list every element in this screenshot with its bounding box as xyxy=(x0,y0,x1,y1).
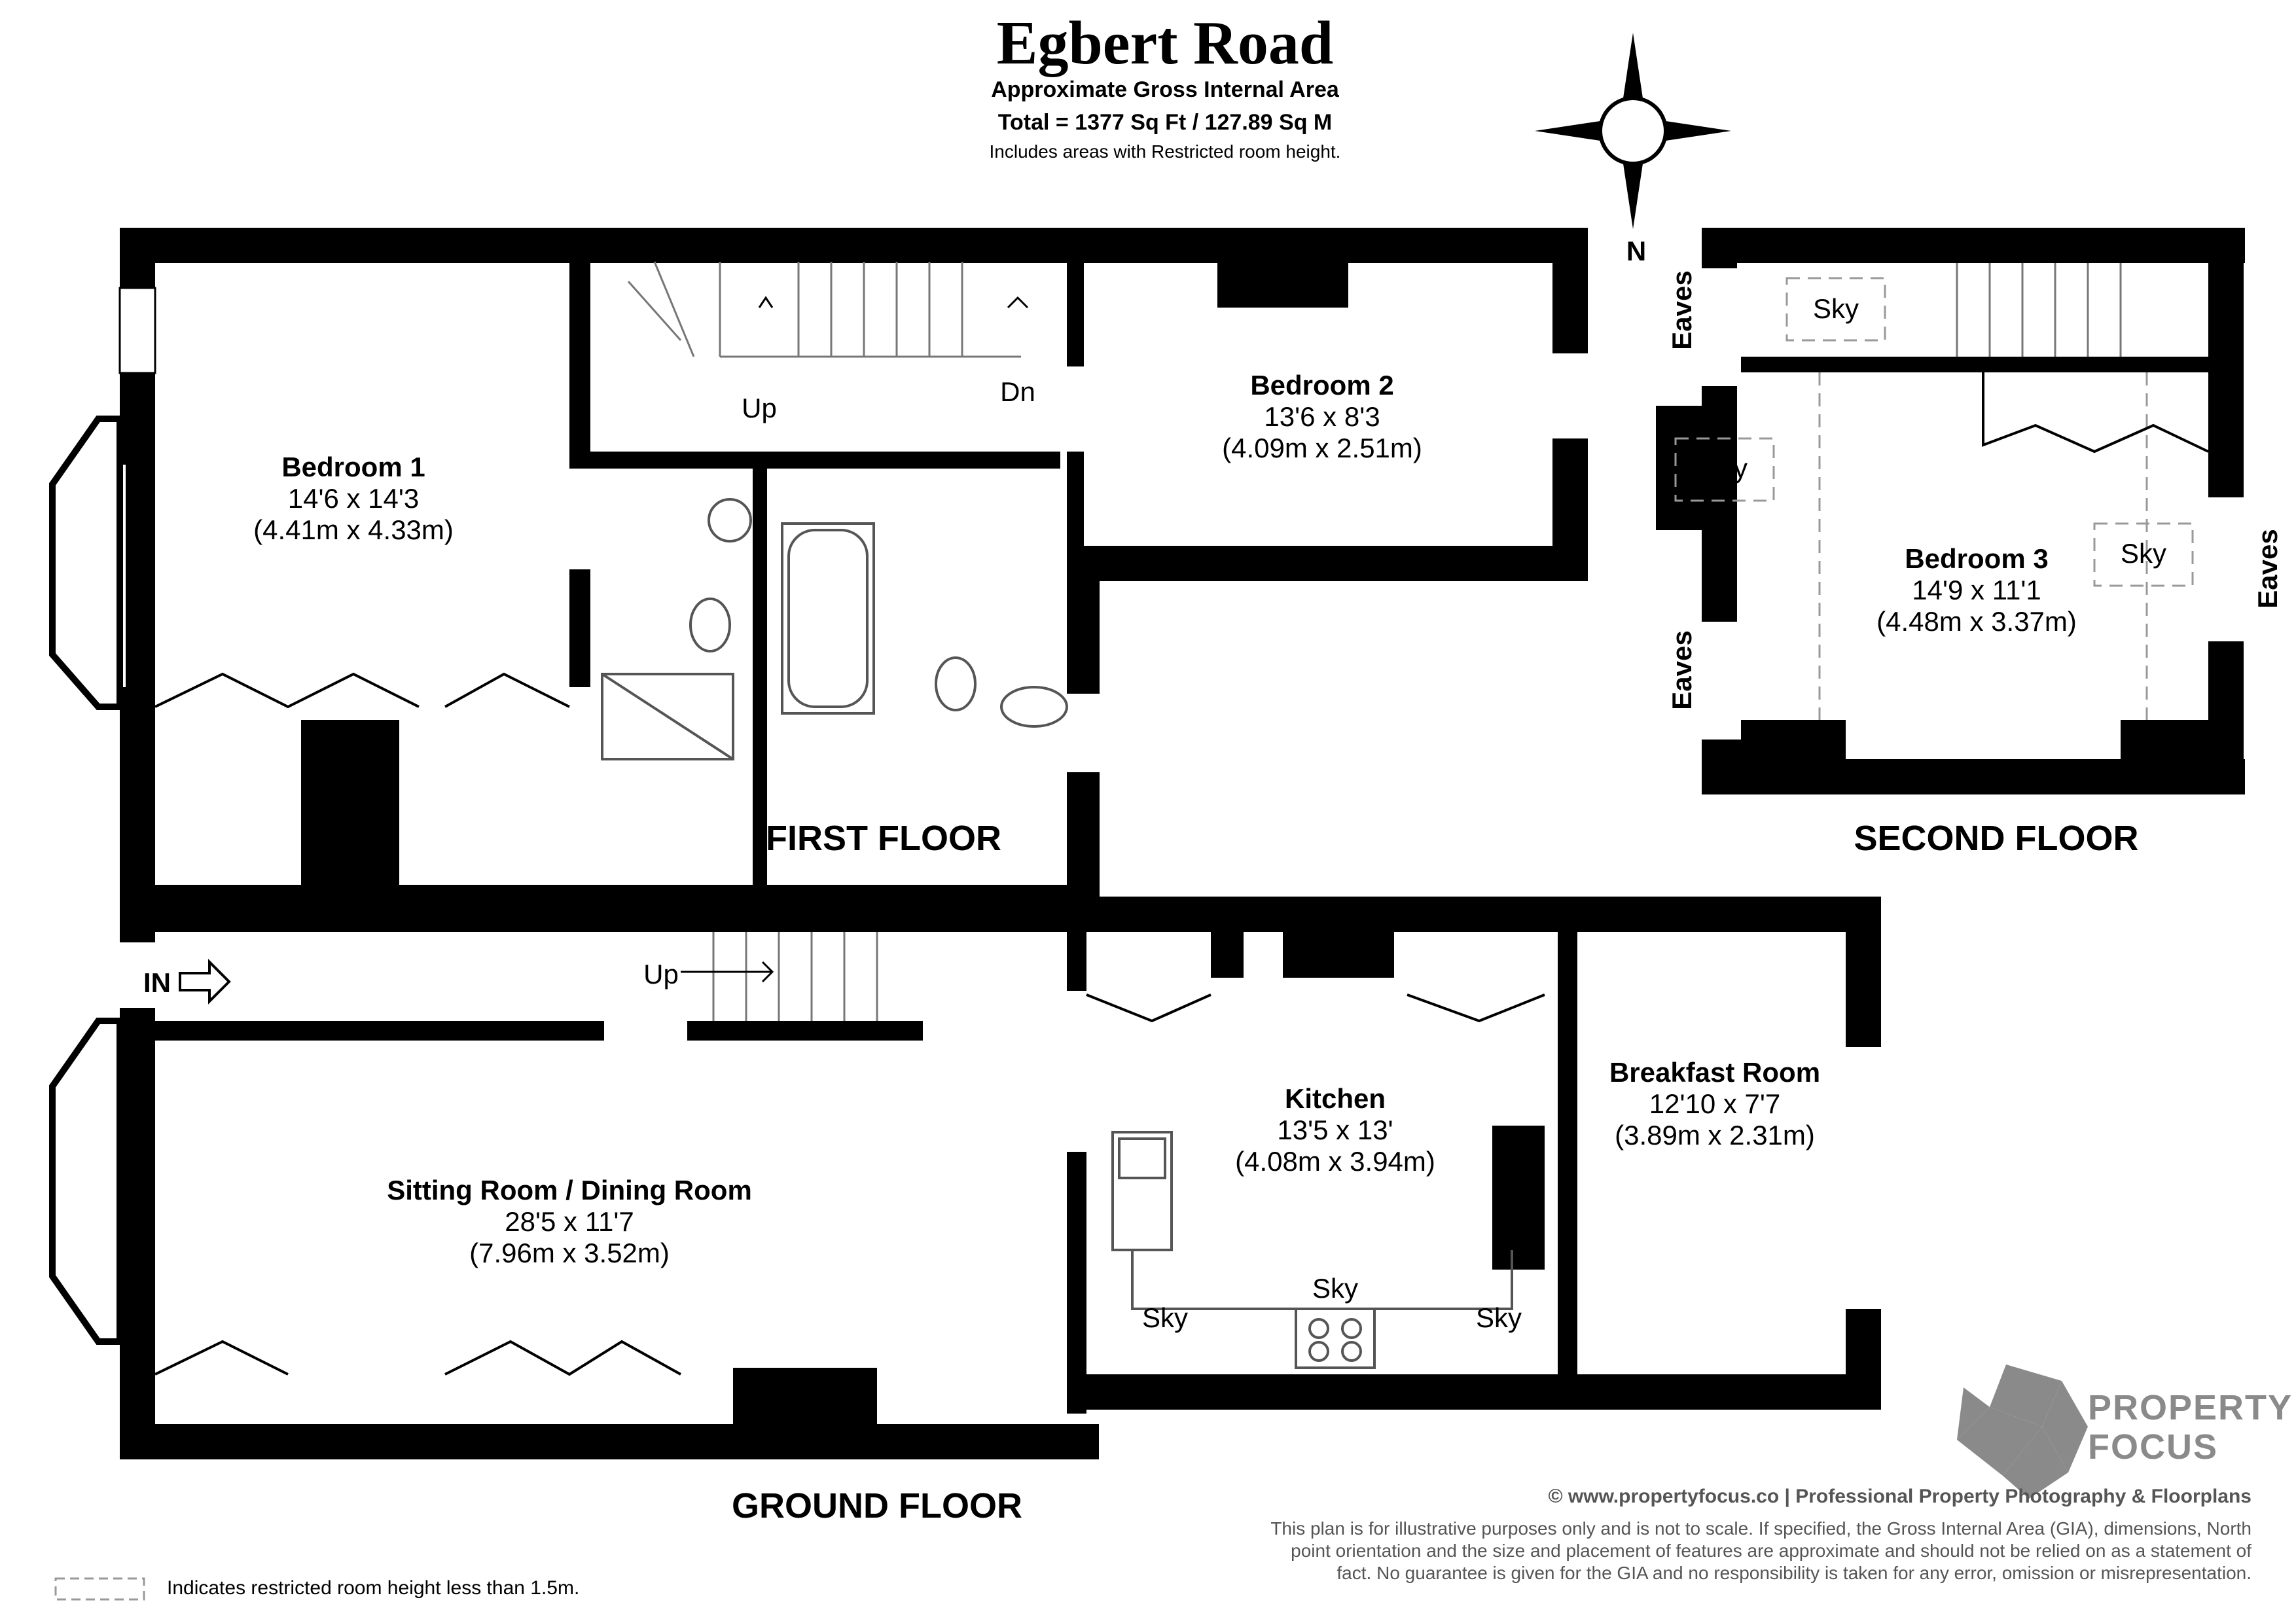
bay-window-sitting xyxy=(49,1018,123,1345)
room-bedroom-1: Bedroom 1 14'6 x 14'3 (4.41m x 4.33m) xyxy=(183,452,524,546)
wardrobes-first xyxy=(154,672,570,709)
sky-label: Sky xyxy=(1812,293,1859,324)
sky-label: Sky xyxy=(1475,1302,1522,1333)
room-dims-imperial: 14'9 x 11'1 xyxy=(1912,575,2041,605)
brand-line-1: PROPERTY xyxy=(2088,1388,2293,1427)
wardrobes-ground xyxy=(154,993,1545,1376)
room-dims-imperial: 13'6 x 8'3 xyxy=(1264,401,1380,432)
height-note: Includes areas with Restricted room heig… xyxy=(989,141,1341,162)
room-dims-metric: (4.41m x 4.33m) xyxy=(253,514,454,545)
room-dims-imperial: 14'6 x 14'3 xyxy=(287,483,420,514)
room-sitting-dining: Sitting Room / Dining Room 28'5 x 11'7 (… xyxy=(327,1175,812,1269)
window-bed1 xyxy=(118,287,156,374)
room-breakfast: Breakfast Room 12'10 x 7'7 (3.89m x 2.31… xyxy=(1545,1057,1885,1151)
room-name: Breakfast Room xyxy=(1609,1057,1821,1088)
second-floor-label: SECOND FLOOR xyxy=(1854,819,2139,858)
room-name: Bedroom 3 xyxy=(1905,543,2049,574)
compass-icon xyxy=(1535,33,1731,229)
room-kitchen: Kitchen 13'5 x 13' (4.08m x 3.94m) xyxy=(1165,1083,1505,1177)
kitchen-fixtures xyxy=(1111,1131,1513,1369)
room-name: Kitchen xyxy=(1284,1083,1386,1114)
stairs-second xyxy=(1956,263,2122,357)
room-dims-imperial: 12'10 x 7'7 xyxy=(1649,1088,1781,1119)
wardrobes-second xyxy=(1982,372,2209,454)
eaves-label: Eaves xyxy=(2252,529,2283,609)
legend-dashed-box xyxy=(54,1577,145,1601)
bathroom-fixtures xyxy=(601,498,1068,760)
compass-north-label: N xyxy=(1626,236,1647,266)
area-label: Approximate Gross Internal Area xyxy=(991,77,1339,102)
disclaimer-line-2: point orientation and the size and place… xyxy=(1291,1541,2251,1561)
disclaimer-line-3: fact. No guarantee is given for the GIA … xyxy=(1336,1563,2251,1583)
stair-up-label: Up xyxy=(742,393,777,423)
first-floor-label: FIRST FLOOR xyxy=(766,819,1001,858)
total-area: Total = 1377 Sq Ft / 127.89 Sq M xyxy=(997,110,1333,135)
bay-window-bed1 xyxy=(49,416,123,710)
disclaimer-line-1: This plan is for illustrative purposes o… xyxy=(1270,1518,2251,1539)
brand-line-2: FOCUS xyxy=(2088,1427,2218,1467)
room-dims-imperial: 28'5 x 11'7 xyxy=(505,1206,634,1237)
property-focus-logo-icon xyxy=(1957,1364,2088,1499)
sky-label: Sky xyxy=(1312,1273,1358,1304)
room-name: Sitting Room / Dining Room xyxy=(387,1175,752,1205)
room-dims-metric: (7.96m x 3.52m) xyxy=(469,1238,670,1268)
room-name: Bedroom 2 xyxy=(1250,370,1394,401)
room-bedroom-3: Bedroom 3 14'9 x 11'1 (4.48m x 3.37m) xyxy=(1806,543,2147,637)
ground-floor-plan xyxy=(120,897,1881,1459)
sky-label: Sky xyxy=(1141,1302,1188,1333)
stair-up-label-ground: Up xyxy=(643,959,679,990)
legend-text: Indicates restricted room height less th… xyxy=(167,1577,580,1599)
stairs-first xyxy=(627,261,1029,358)
second-floor-plan xyxy=(1656,228,2248,794)
eaves-label: Eaves xyxy=(1666,270,1697,350)
room-dims-metric: (4.08m x 3.94m) xyxy=(1235,1146,1435,1177)
stair-down-label: Dn xyxy=(1000,376,1035,407)
ground-floor-label: GROUND FLOOR xyxy=(732,1486,1022,1525)
first-floor-plan xyxy=(47,228,1588,920)
room-bedroom-2: Bedroom 2 13'6 x 8'3 (4.09m x 2.51m) xyxy=(1152,370,1492,464)
sky-label: Sky xyxy=(1701,453,1748,484)
in-arrow xyxy=(179,959,231,1005)
sky-label: Sky xyxy=(2120,538,2166,569)
eaves-label: Eaves xyxy=(1666,630,1697,710)
plan-title: Egbert Road xyxy=(996,9,1334,77)
entrance-label: IN xyxy=(143,967,171,998)
restricted-height-lines xyxy=(1674,277,2194,720)
room-dims-metric: (3.89m x 2.31m) xyxy=(1615,1120,1815,1150)
stairs-ground xyxy=(681,932,878,1021)
room-dims-imperial: 13'5 x 13' xyxy=(1277,1115,1393,1145)
site-credit: © www.propertyfocus.co | Professional Pr… xyxy=(1548,1486,2251,1507)
room-name: Bedroom 1 xyxy=(281,452,425,482)
room-dims-metric: (4.09m x 2.51m) xyxy=(1222,433,1422,463)
room-dims-metric: (4.48m x 3.37m) xyxy=(1876,606,2077,637)
